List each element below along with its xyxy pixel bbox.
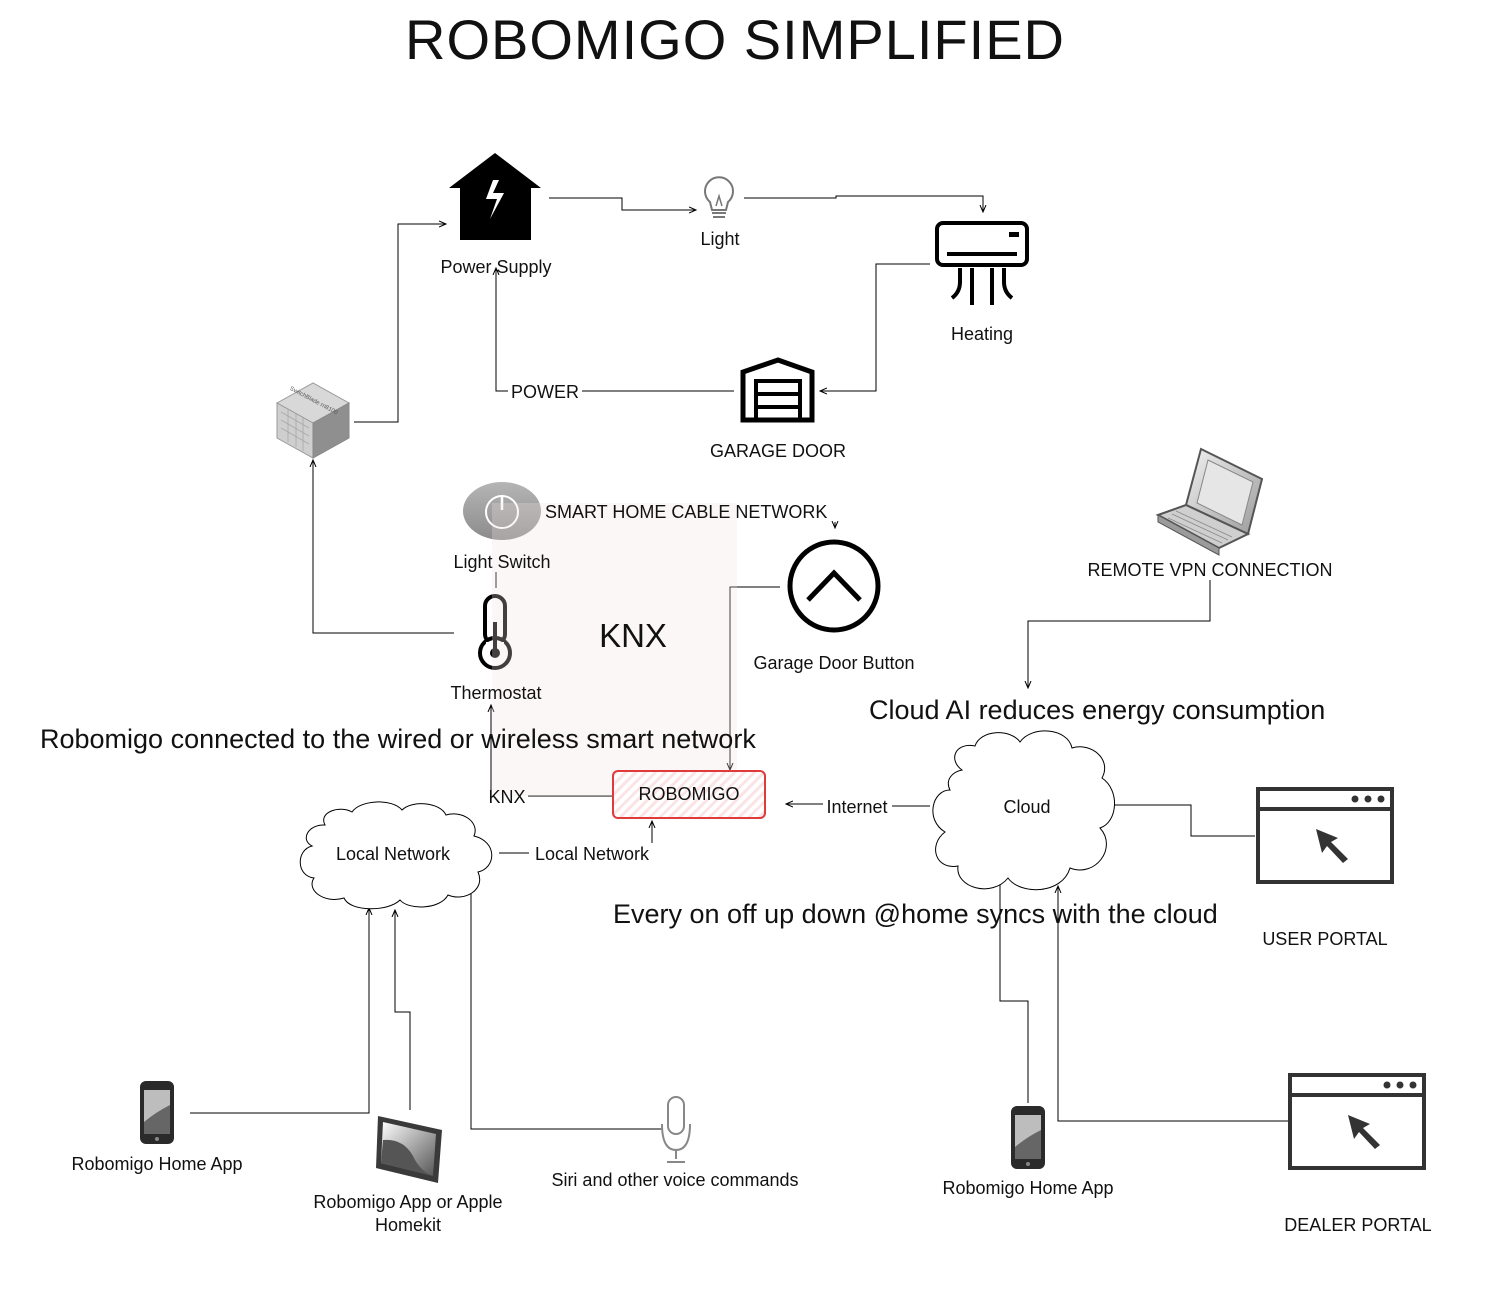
knx-zone-background: [492, 503, 737, 796]
robomigo-connected-annotation: Robomigo connected to the wired or wirel…: [40, 724, 756, 754]
internet-edge-label: Internet: [826, 797, 888, 817]
cloud-label: Cloud: [1003, 797, 1051, 817]
laptop-icon: [1155, 447, 1264, 556]
garage-door-icon: [740, 357, 815, 423]
smartphone-icon-left: [140, 1081, 174, 1144]
chevron-up-button-icon: [787, 539, 881, 633]
sync-annotation: Every on off up down @home syncs with th…: [613, 899, 1218, 929]
robomigo-label: ROBOMIGO: [638, 784, 740, 804]
edge-light-to-heating: [744, 195, 983, 212]
light-label: Light: [700, 229, 740, 249]
garage-door-label: GARAGE DOOR: [709, 441, 847, 461]
light-switch-label: Light Switch: [453, 552, 551, 572]
knx-edge-label: KNX: [488, 787, 526, 807]
siri-label: Siri and other voice commands: [551, 1170, 799, 1190]
light-bulb-icon: [704, 176, 734, 218]
smartphone-icon-right: [1011, 1106, 1045, 1169]
edge-tablet-to-local: [395, 910, 411, 1110]
local-network-cloud-shape: [299, 801, 493, 910]
edge-userportal-to-cloud: [1102, 805, 1255, 837]
edge-rightapp-to-cloud: [1000, 876, 1029, 1103]
microphone-icon: [661, 1096, 691, 1163]
edge-power-to-light: [549, 197, 696, 210]
knx-zone-label: KNX: [599, 617, 667, 654]
edge-power-return: [496, 268, 508, 392]
dealer-portal-browser-icon: [1288, 1073, 1426, 1170]
house-power-icon: [449, 153, 541, 240]
tablet-icon: [376, 1116, 442, 1183]
air-conditioner-icon: [935, 221, 1029, 305]
cloud-ai-annotation: Cloud AI reduces energy consumption: [869, 695, 1326, 725]
smart-home-cable-network-label: SMART HOME CABLE NETWORK: [545, 502, 828, 522]
user-portal-label: USER PORTAL: [1262, 929, 1388, 949]
home-app-right-label: Robomigo Home App: [942, 1178, 1114, 1198]
edge-gdbutton-to-robomigo: [730, 586, 780, 770]
power-supply-label: Power Supply: [440, 257, 552, 277]
power-edge-label: POWER: [510, 382, 580, 402]
thermostat-label: Thermostat: [450, 683, 542, 703]
diagram-title: ROBOMIGO SIMPLIFIED: [405, 8, 1065, 71]
cloud-shape: [932, 730, 1115, 891]
edge-thermostat-to-switch: [313, 460, 454, 634]
user-portal-browser-icon: [1256, 787, 1394, 884]
local-network-node-label: Local Network: [335, 844, 451, 864]
edge-dealer-to-cloud: [1058, 886, 1289, 1122]
edge-siri-to-local: [471, 885, 663, 1130]
heating-label: Heating: [950, 324, 1014, 344]
connectors: [190, 195, 1289, 1130]
home-app-left-label: Robomigo Home App: [71, 1154, 243, 1174]
power-button-icon: [463, 482, 541, 540]
remote-vpn-label: REMOTE VPN CONNECTION: [1087, 560, 1333, 580]
local-network-edge-label: Local Network: [534, 844, 650, 864]
edge-switch-to-power: [354, 224, 446, 423]
edge-leftapp-to-local: [190, 908, 369, 1114]
thermometer-icon: [478, 594, 512, 670]
dealer-portal-label: DEALER PORTAL: [1284, 1215, 1432, 1235]
garage-door-button-label: Garage Door Button: [753, 653, 915, 673]
switch-module-icon: SwitchBlade rn8100: [275, 382, 351, 459]
edge-heating-to-garage: [820, 263, 930, 391]
edge-vpn-to-cloud: [1028, 580, 1211, 688]
app-homekit-label: Robomigo App or Apple Homekit: [313, 1192, 503, 1236]
robomigo-node[interactable]: ROBOMIGO: [612, 770, 766, 819]
